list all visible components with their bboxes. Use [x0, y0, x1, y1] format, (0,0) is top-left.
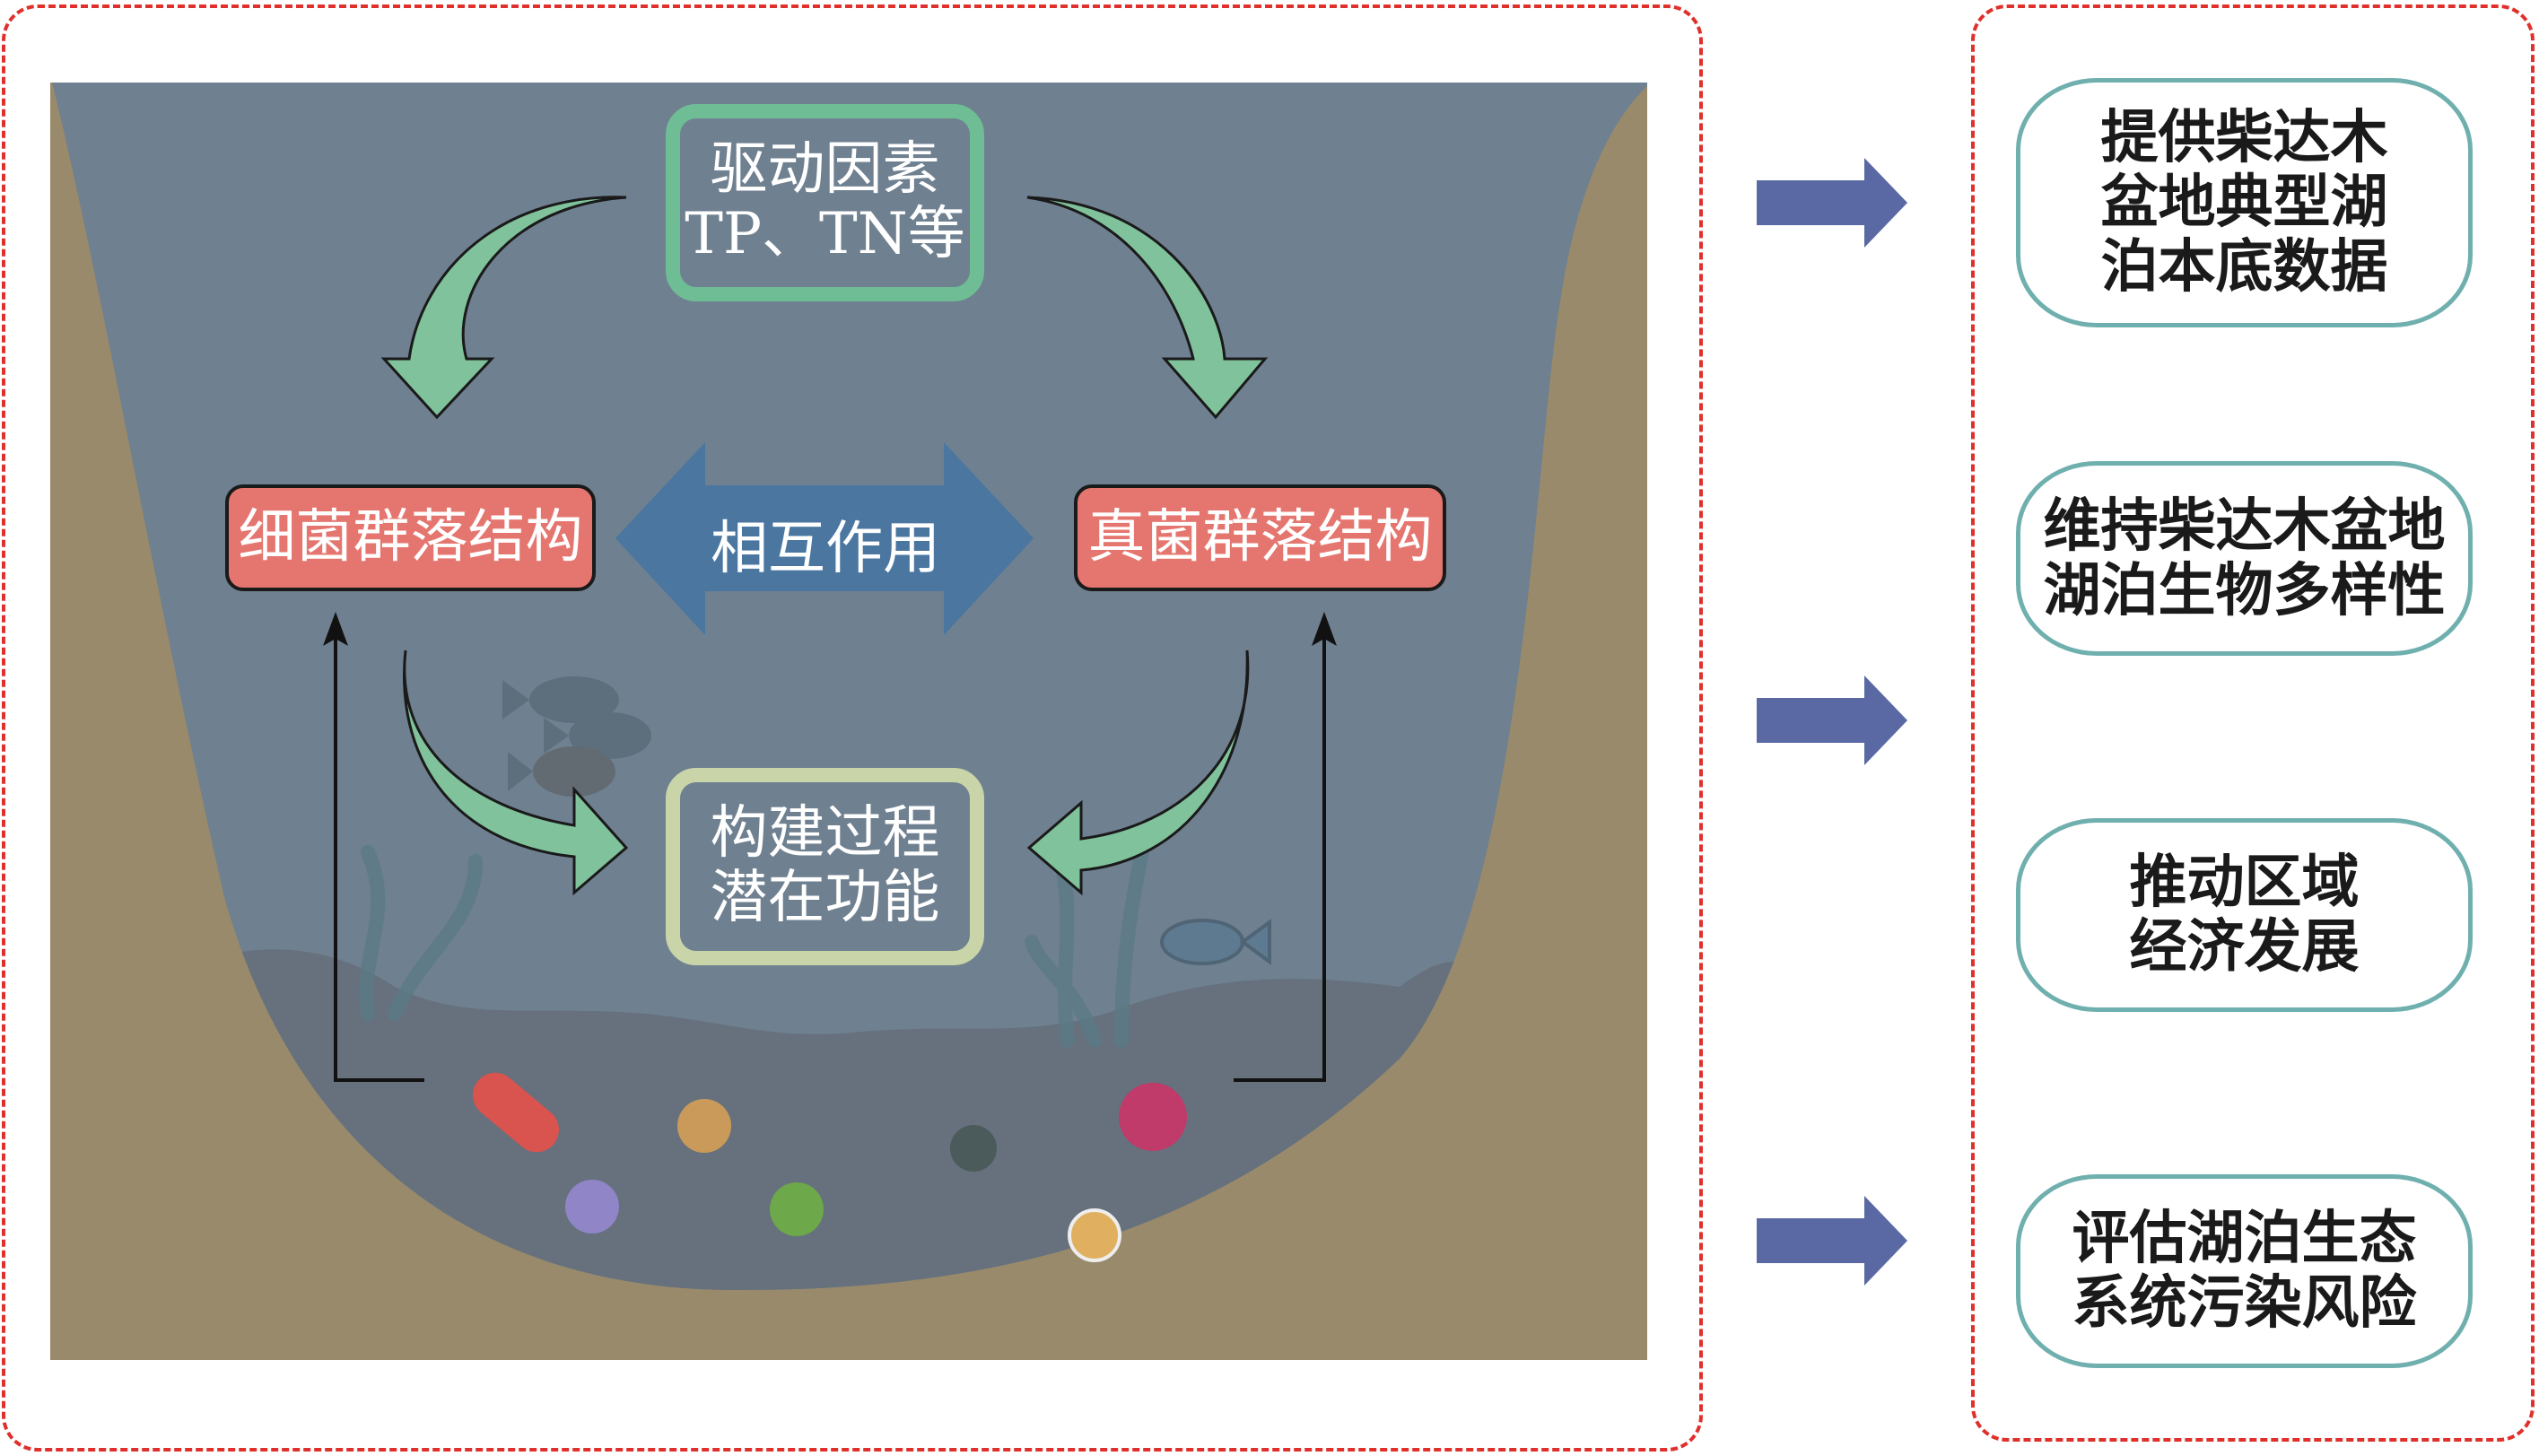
outcome-text: 维持柴达木盆地 [2043, 492, 2446, 560]
process-box-line1: 构建过程 [710, 800, 940, 867]
fish-icon [502, 676, 651, 797]
driver-factors-box: 驱动因素 TP、TN等 [666, 104, 984, 301]
bacteria-community-box: 细菌群落结构 [225, 484, 596, 591]
bacteria-box-label: 细菌群落结构 [238, 503, 583, 571]
fungi-community-box: 真菌群落结构 [1074, 484, 1446, 591]
outcome-text: 经济发展 [2129, 913, 2360, 981]
microbe-magenta-icon [1119, 1083, 1187, 1151]
left-panel-border [2, 4, 1703, 1452]
right-arrow-icon-1 [1757, 158, 1907, 248]
curved-arrow-fungi-to-process [1026, 650, 1250, 896]
outcome-text: 评估湖泊生态 [2072, 1205, 2417, 1273]
fungi-box-label: 真菌群落结构 [1087, 503, 1433, 571]
driver-box-line2: TP、TN等 [685, 201, 965, 267]
outcome-text: 提供柴达木 [2100, 104, 2388, 172]
process-box-line2: 潜在功能 [710, 865, 940, 931]
outcome-text: 湖泊生物多样性 [2043, 556, 2446, 624]
outcome-box-2: 维持柴达木盆地 湖泊生物多样性 [2016, 461, 2473, 656]
microbe-dark-icon [950, 1125, 997, 1172]
interaction-label: 相互作用 [711, 516, 940, 582]
curved-arrow-driver-to-bacteria [380, 196, 627, 420]
microbe-purple-icon [565, 1180, 619, 1234]
outcome-text: 系统污染风险 [2072, 1269, 2417, 1337]
feedback-line-left [334, 637, 424, 1082]
driver-box-line1: 驱动因素 [710, 136, 940, 204]
outcome-text: 盆地典型湖 [2100, 169, 2388, 237]
interaction-double-arrow [615, 442, 1034, 635]
arrowhead-right-icon [1312, 612, 1337, 646]
assembly-function-box: 构建过程 潜在功能 [666, 768, 984, 965]
lake-sediment [52, 949, 1647, 1291]
right-arrow-icon-3 [1757, 1196, 1907, 1286]
right-panel-border [1971, 4, 2535, 1442]
feedback-line-right [1234, 637, 1326, 1082]
right-arrow-icon-2 [1757, 676, 1907, 765]
arrowhead-left-icon [323, 612, 348, 646]
outcome-box-3: 推动区域 经济发展 [2016, 818, 2473, 1012]
outcome-text: 泊本底数据 [2100, 232, 2388, 301]
microbe-green-icon [770, 1182, 824, 1236]
bacteria-rod-icon [473, 1072, 559, 1153]
fish-icon [1160, 919, 1271, 965]
microbe-orange-icon [677, 1099, 731, 1153]
outcome-box-4: 评估湖泊生态 系统污染风险 [2016, 1174, 2473, 1368]
outcome-box-1: 提供柴达木 盆地典型湖 泊本底数据 [2016, 78, 2473, 327]
microbe-yellow-icon [1068, 1208, 1121, 1262]
curved-arrow-driver-to-fungi [1026, 196, 1269, 420]
outcome-text: 推动区域 [2129, 849, 2360, 917]
curved-arrow-bacteria-to-process [403, 650, 629, 896]
